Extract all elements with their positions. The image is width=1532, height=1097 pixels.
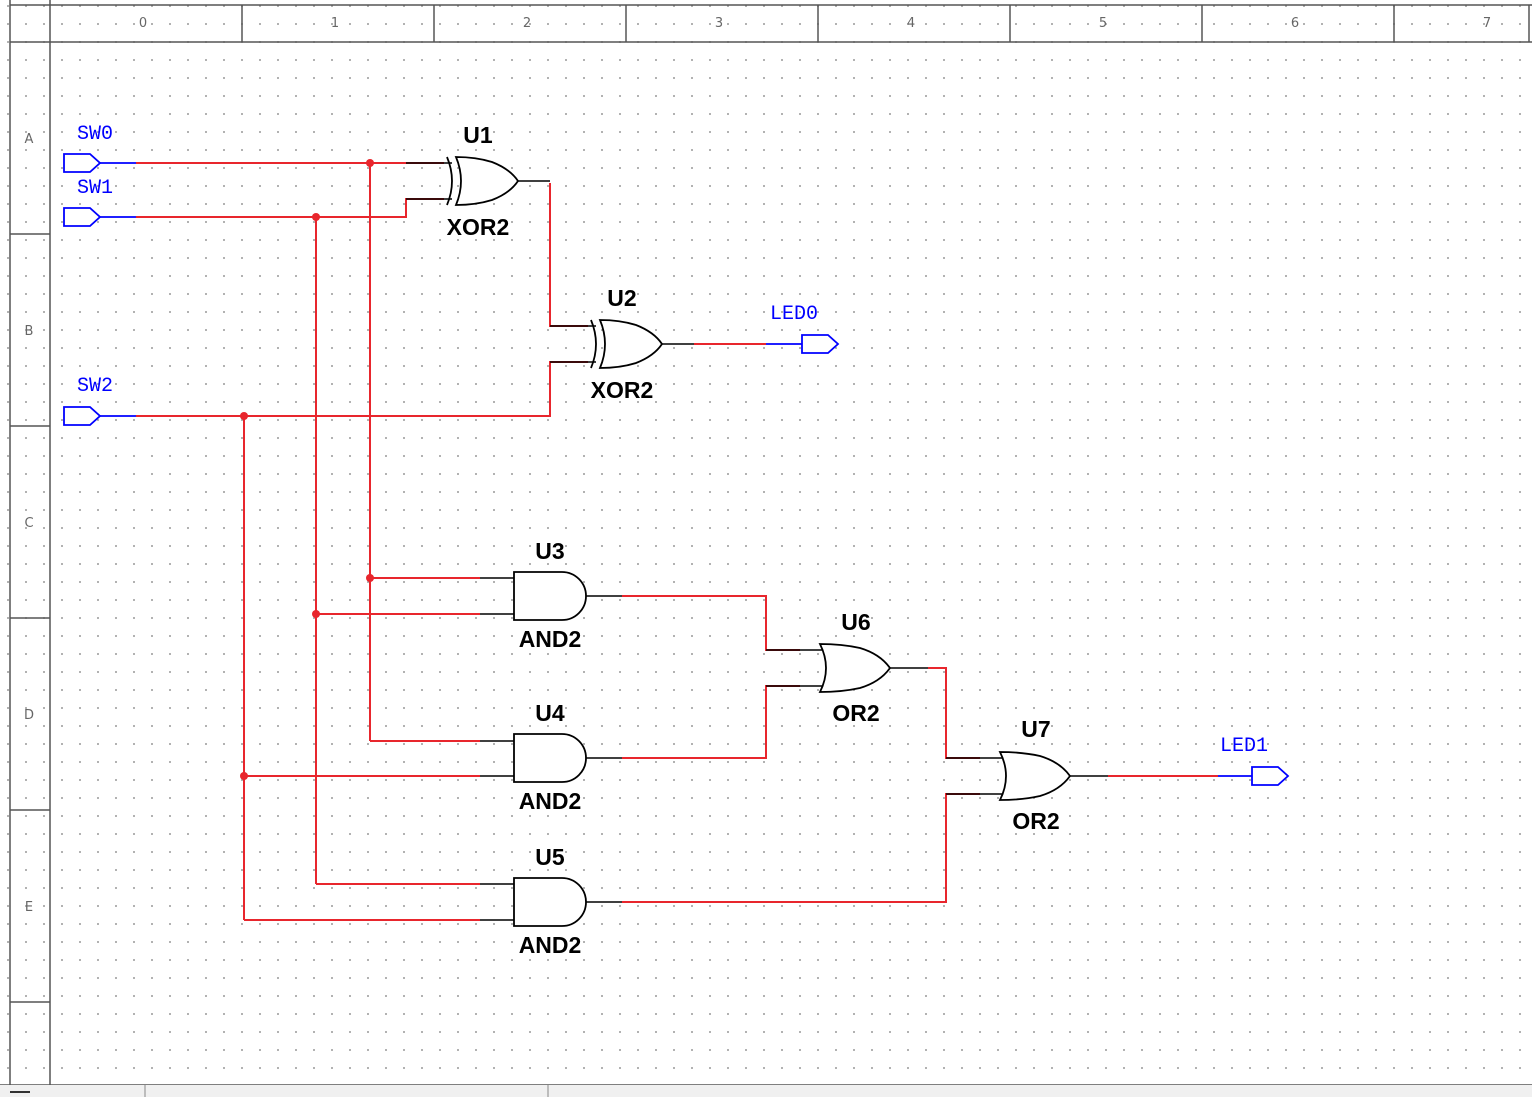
- gate-u5[interactable]: U5 AND2: [480, 844, 622, 958]
- or-gate-icon[interactable]: [818, 643, 892, 693]
- port-label: LED1: [1220, 735, 1268, 758]
- component-ref: U2: [607, 285, 636, 311]
- component-ref: U6: [841, 609, 870, 635]
- gate-u1[interactable]: U1 XOR2: [406, 122, 550, 240]
- ruler-left-dots: [0, 0, 50, 1082]
- junctions: [240, 159, 374, 780]
- port-label: LED0: [770, 303, 818, 326]
- junction-dot: [240, 772, 248, 780]
- component-type: OR2: [832, 700, 879, 726]
- input-port-icon[interactable]: [63, 207, 102, 227]
- port-label: SW2: [77, 375, 113, 398]
- ruler-column-label: 6: [1291, 16, 1299, 31]
- ruler-column-label: 4: [907, 16, 915, 31]
- component-ref: U1: [463, 122, 493, 148]
- port-sw1[interactable]: SW1: [63, 177, 136, 227]
- ruler-top-dots: [50, 0, 1532, 42]
- junction-dot: [240, 412, 248, 420]
- ruler-row-label: C: [24, 516, 33, 531]
- ruler-column-label: 7: [1483, 16, 1491, 31]
- component-ref: U7: [1021, 716, 1050, 742]
- input-port-icon[interactable]: [63, 406, 102, 426]
- output-port-icon[interactable]: [801, 334, 840, 354]
- gate-u3[interactable]: U3 AND2: [480, 538, 622, 652]
- and-gate-icon[interactable]: [513, 571, 587, 621]
- ruler-row-label: B: [25, 324, 34, 339]
- or-gate-icon[interactable]: [998, 751, 1072, 801]
- component-type: XOR2: [591, 377, 654, 403]
- ruler-column-label: 0: [139, 16, 147, 31]
- ruler-column-labels: 0 1 2 3 4 5 6 7: [139, 16, 1491, 31]
- gate-u4[interactable]: U4 AND2: [480, 700, 622, 814]
- junction-dot: [312, 610, 320, 618]
- port-sw0[interactable]: SW0: [63, 123, 136, 173]
- port-sw2[interactable]: SW2: [63, 375, 136, 426]
- ruler-row-label: A: [25, 132, 34, 147]
- port-label: SW0: [77, 123, 113, 146]
- grid-dots: [50, 42, 1532, 1082]
- xor-gate-icon[interactable]: [598, 319, 664, 369]
- gate-u2[interactable]: U2 XOR2: [550, 285, 694, 403]
- component-ref: U3: [535, 538, 564, 564]
- component-type: AND2: [519, 626, 582, 652]
- ruler-column-label: 5: [1099, 16, 1107, 31]
- status-strip: [0, 1085, 1532, 1097]
- component-ref: U5: [535, 844, 565, 870]
- gate-u6[interactable]: U6 OR2: [766, 609, 928, 726]
- port-label: SW1: [77, 177, 113, 200]
- component-type: AND2: [519, 932, 582, 958]
- port-led0[interactable]: LED0: [766, 303, 840, 354]
- junction-dot: [366, 159, 374, 167]
- ruler-column-label: 2: [523, 16, 531, 31]
- junction-dot: [312, 213, 320, 221]
- ruler-row-labels: A B C D E: [24, 132, 34, 915]
- component-type: XOR2: [447, 214, 510, 240]
- component-ref: U4: [535, 700, 565, 726]
- xor-gate-icon[interactable]: [454, 156, 520, 206]
- junction-dot: [366, 574, 374, 582]
- ruler-row-label: E: [25, 900, 33, 915]
- input-port-icon[interactable]: [63, 153, 102, 173]
- ruler-column-label: 3: [715, 16, 723, 31]
- gate-u7[interactable]: U7 OR2: [946, 716, 1108, 834]
- ruler-column-label: 1: [331, 16, 339, 31]
- and-gate-icon[interactable]: [513, 733, 587, 783]
- ruler-row-label: D: [24, 708, 34, 723]
- component-type: OR2: [1012, 808, 1059, 834]
- and-gate-icon[interactable]: [513, 877, 587, 927]
- port-led1[interactable]: LED1: [1218, 735, 1290, 786]
- component-type: AND2: [519, 788, 582, 814]
- output-port-icon[interactable]: [1251, 766, 1290, 786]
